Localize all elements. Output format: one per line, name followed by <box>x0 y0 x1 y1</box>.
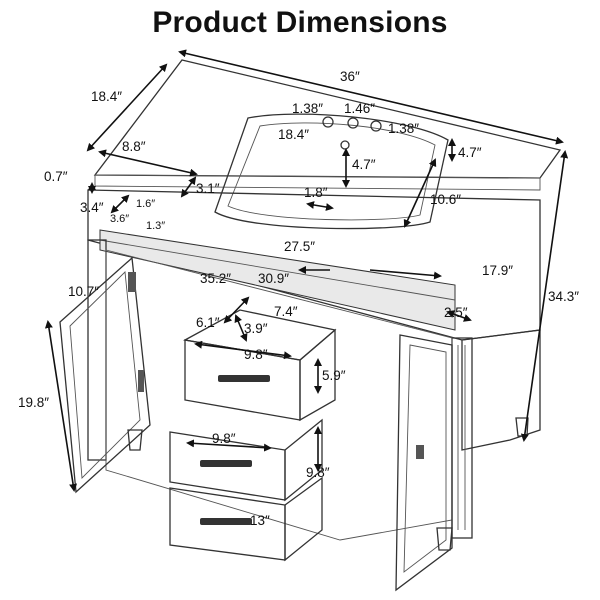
arrow-3-1 <box>180 176 197 198</box>
dim-hole-spacing-mid: 1.46″ <box>344 101 376 116</box>
arrow-height-34-3 <box>520 150 569 442</box>
dim-corner-3-4: 3.4″ <box>80 200 104 215</box>
dim-inner-35-2: 35.2″ <box>200 271 232 286</box>
dim-corner-1-3: 1.3″ <box>146 220 166 232</box>
dim-height-34-3: 34.3″ <box>548 289 580 304</box>
dim-basin-width: 18.4″ <box>278 127 310 142</box>
front-column-left <box>87 239 107 461</box>
dim-shelf-2-5: 2.5″ <box>444 305 468 320</box>
leg-front-right <box>436 527 453 551</box>
faucet-hole-left <box>322 116 334 128</box>
dim-top-depth: 18.4″ <box>91 89 123 104</box>
faucet-hole-right <box>370 120 382 132</box>
arrow-depth-18-4 <box>86 63 168 152</box>
dim-drawer-5-9: 5.9″ <box>322 368 346 383</box>
dim-door-19-8: 19.8″ <box>18 395 50 410</box>
arrow-9-8-mid <box>186 439 272 452</box>
arrow-8-8 <box>98 149 198 177</box>
overflow-hole <box>340 140 350 150</box>
dim-drawer-9-8-top: 9.8″ <box>244 347 268 362</box>
arrow-1-8 <box>306 201 334 211</box>
arrow-width-36 <box>178 49 564 145</box>
dim-corner-1-6: 1.6″ <box>136 198 156 210</box>
arrow-3-4 <box>110 194 130 214</box>
dim-drawer-7-4: 7.4″ <box>274 304 298 319</box>
dim-edge-thickness: 0.7″ <box>44 169 68 184</box>
left-door-hinge <box>138 370 144 392</box>
right-door-hinge <box>416 445 424 459</box>
dim-drawer-13: 13″ <box>250 513 270 528</box>
right-door <box>395 334 453 592</box>
dim-door-10-7: 10.7″ <box>68 284 100 299</box>
dim-hole-spacing-left: 1.38″ <box>292 101 324 116</box>
drawer-bottom-handle <box>200 518 252 525</box>
arrow-6-1 <box>223 296 250 324</box>
arrow-9-8-top <box>194 340 292 360</box>
arrow-10-6 <box>403 158 437 228</box>
arrow-3-9 <box>234 314 248 342</box>
dim-side-3-1: 3.1″ <box>196 181 220 196</box>
dim-drawer-6-1: 6.1″ <box>196 315 220 330</box>
dim-inner-27-5: 27.5″ <box>284 239 316 254</box>
drawer-middle-handle <box>200 460 252 467</box>
dim-top-width: 36″ <box>340 69 360 84</box>
faucet-hole-center <box>347 117 359 129</box>
leg-front-left <box>127 429 143 451</box>
page-title: Product Dimensions <box>152 6 448 39</box>
countertop-surface <box>93 59 562 179</box>
dim-basin-depth: 4.7″ <box>352 157 376 172</box>
dim-back-4-7: 4.7″ <box>458 145 482 160</box>
arrow-19-8 <box>44 320 78 492</box>
dim-depth-17-9: 17.9″ <box>482 263 514 278</box>
dim-drawer-3-9: 3.9″ <box>244 321 268 336</box>
dim-drawer-9-8-side: 9.8″ <box>306 465 330 480</box>
arrow-30-9-right <box>369 269 442 280</box>
dim-hole-spacing-right: 1.38″ <box>388 121 420 136</box>
dim-basin-10-6: 10.6″ <box>430 192 462 207</box>
dim-left-offset: 8.8″ <box>122 139 146 154</box>
dim-drawer-9-8-mid: 9.8″ <box>212 431 236 446</box>
dim-corner-3-6: 3.6″ <box>110 213 130 225</box>
arrow-2-5 <box>446 310 472 322</box>
dim-drain: 1.8″ <box>304 185 328 200</box>
dim-inner-30-9: 30.9″ <box>258 271 290 286</box>
drawer-top-handle <box>218 375 270 382</box>
cabinet-side <box>461 329 541 451</box>
